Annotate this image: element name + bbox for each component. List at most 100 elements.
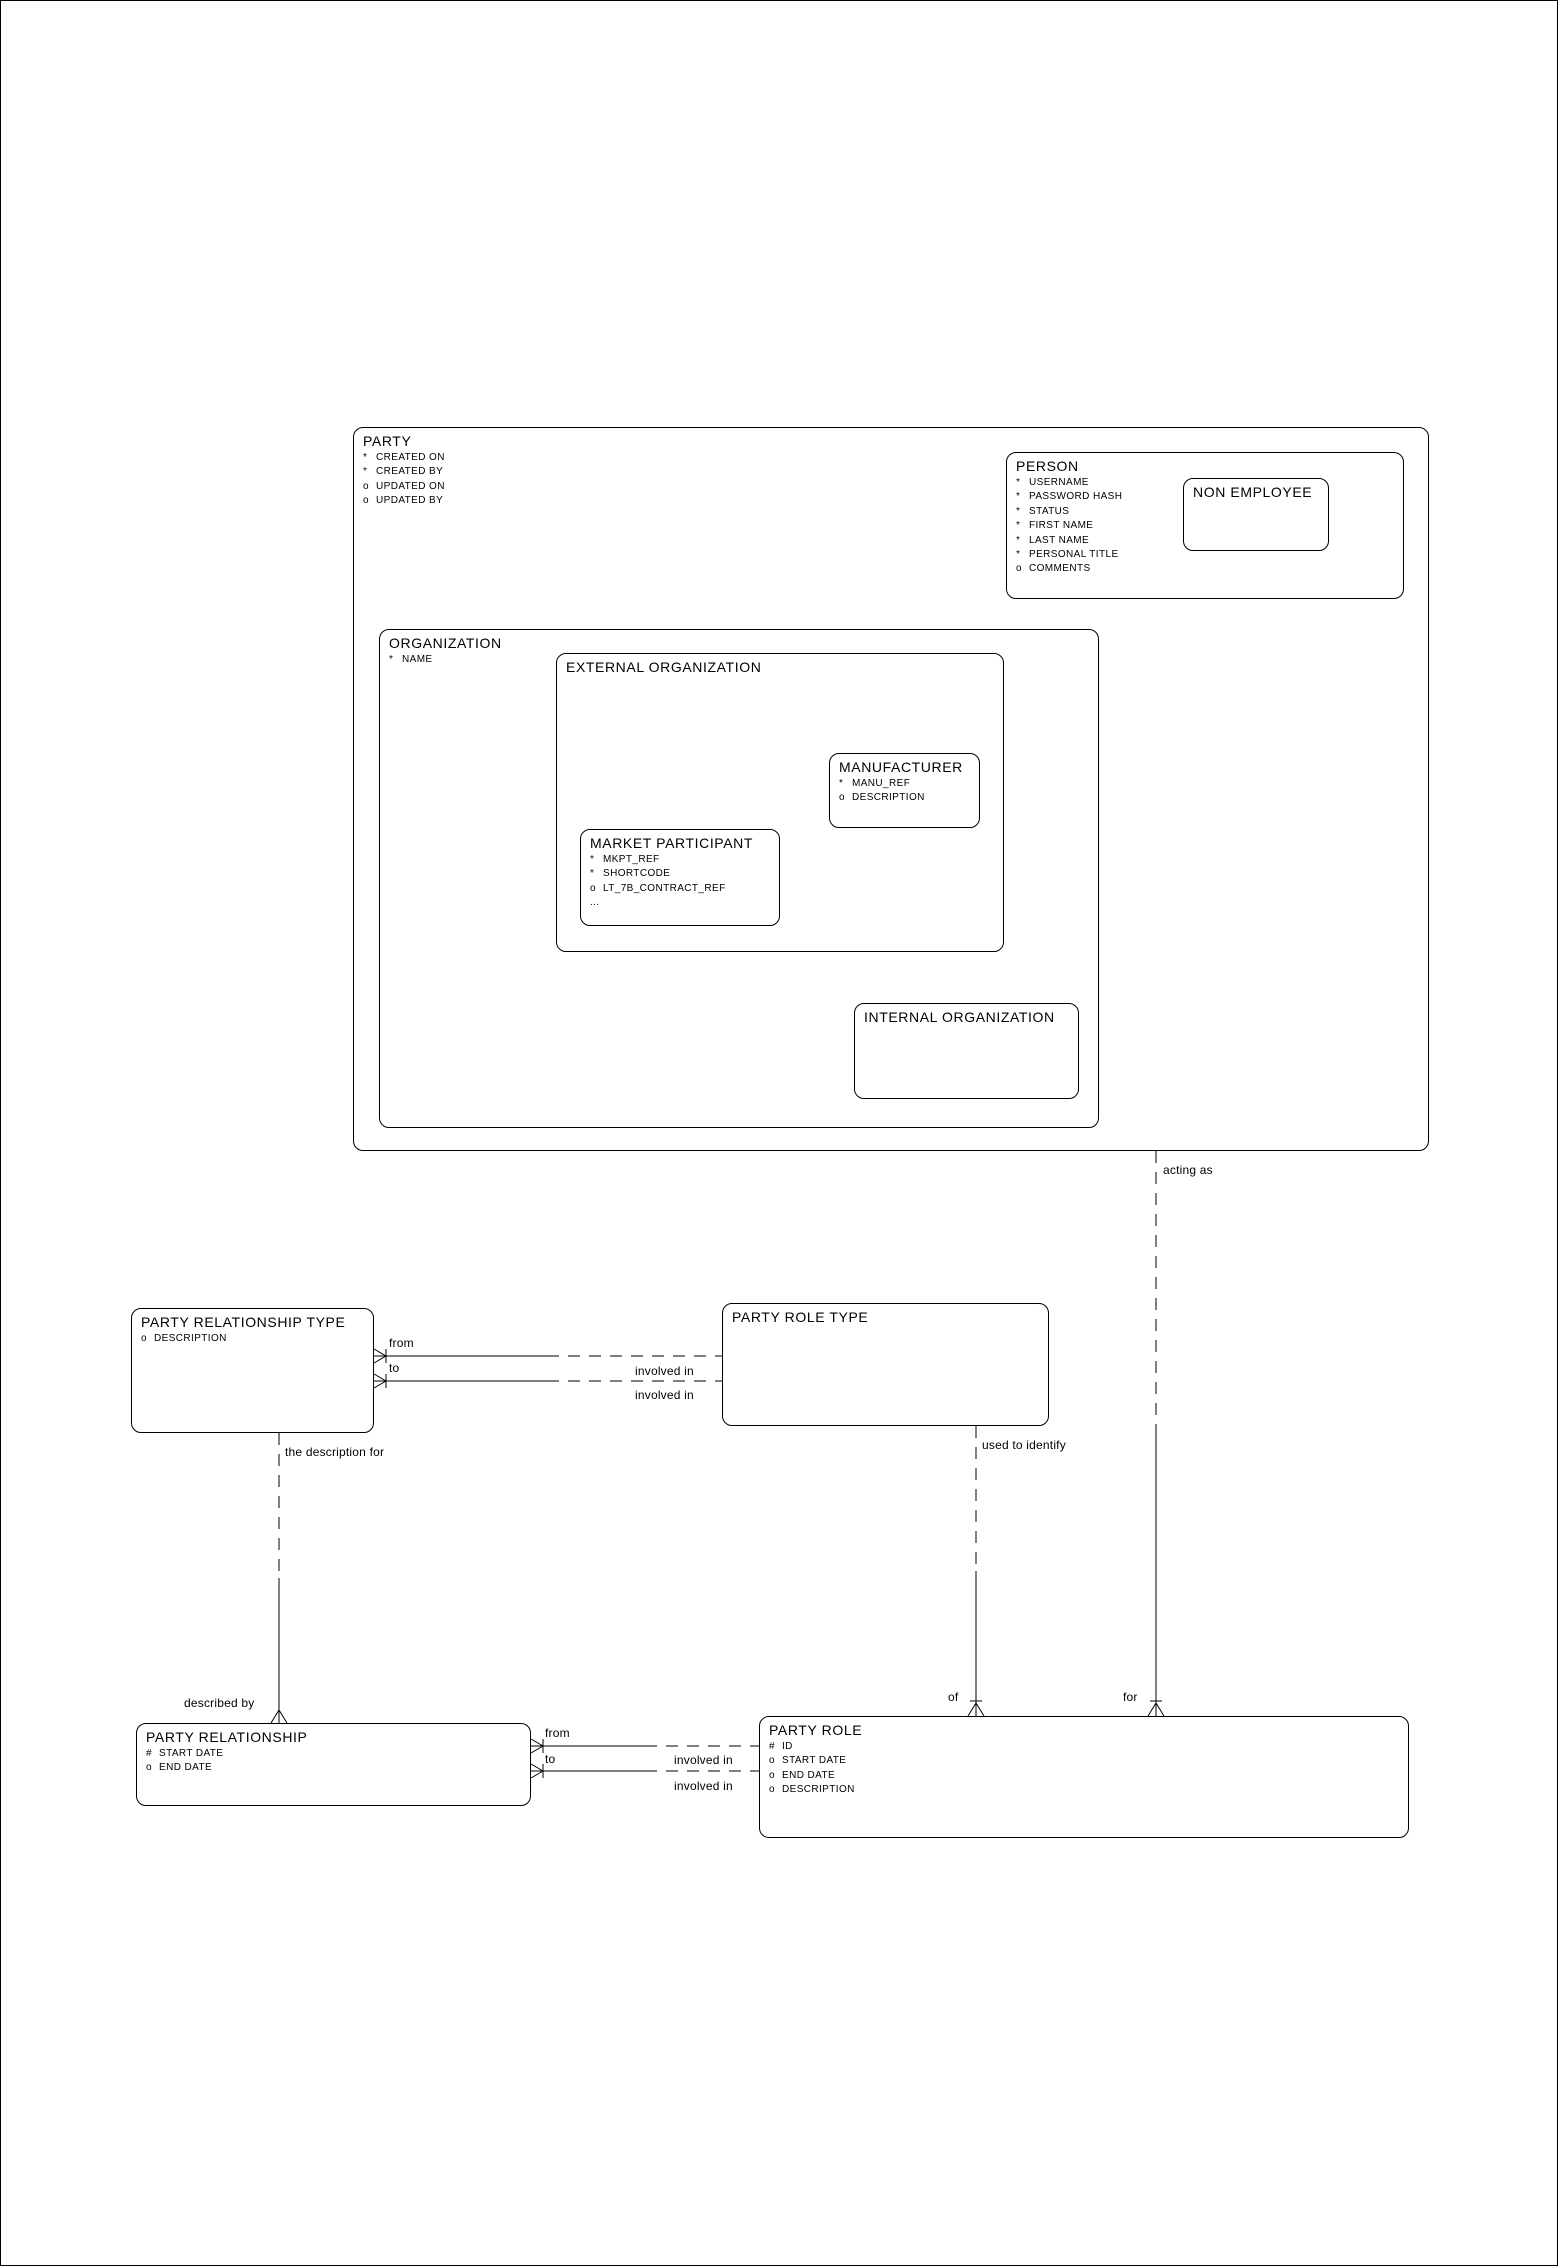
attribute-row: * PASSWORD HASH [1016,490,1394,504]
rel-label-involved-in-top-1: involved in [634,1364,695,1378]
attr-name: LAST NAME [1029,534,1090,546]
crowfoot [270,1709,288,1724]
crowfoot [530,1738,544,1754]
attribute-list: o DESCRIPTION [141,1332,364,1346]
entity-title: PARTY [363,433,412,449]
attribute-row: o UPDATED ON [363,480,1419,494]
attr-name: START DATE [782,1755,847,1767]
attr-flag: # [769,1741,775,1752]
attribute-row: * NAME [389,653,1089,667]
attr-name: UPDATED BY [376,495,444,507]
attr-name: END DATE [782,1769,836,1781]
attribute-row: o LT_7B_CONTRACT_REF [590,882,770,896]
rel-label-to-top: to [388,1361,401,1375]
attr-flag: o [1016,563,1022,575]
attribute-list: * MKPT_REF *SHORTCODE o LT_7B_CONTRACT_REF… [590,853,770,911]
attr-flag: * [1016,505,1021,517]
entity-title: PARTY RELATIONSHIP [146,1729,308,1745]
attribute-list: *USERNAME *PASSWORD HASH *STATUS *FIRST … [1016,476,1394,577]
attribute-row: * STATUS [1016,505,1394,519]
entity-title: MANUFACTURER [839,759,963,775]
rel-label-acting-as: acting as [1162,1163,1214,1177]
entity-market-participant: MARKET PARTICIPANT *MKPT_REF *SHORTCODE … [580,829,780,926]
attr-flag: * [1016,520,1021,532]
entity-title: INTERNAL ORGANIZATION [864,1009,1055,1025]
attribute-row: o START DATE [769,1754,1399,1768]
attribute-row: * MANU_REF [839,777,970,791]
rel-label-involved-in-bottom-1: involved in [673,1753,734,1767]
rel-label-described-by: described by [183,1696,256,1710]
attr-flag: o [363,480,369,492]
attribute-row: o COMMENTS [1016,562,1394,576]
crowfoot [1147,1700,1165,1717]
attr-flag: * [1016,491,1021,503]
rel-label-from-bottom: from [544,1726,571,1740]
entity-title: NON EMPLOYEE [1193,484,1313,500]
attr-flag: o [363,495,369,507]
attribute-row: *SHORTCODE [590,867,770,881]
attribute-list: # START DATE o END DATE [146,1747,521,1776]
attr-name: COMMENTS [1029,563,1091,575]
rel-label-of: of [947,1690,960,1704]
attr-flag: o [769,1755,775,1767]
attribute-row: o UPDATED BY [363,494,1419,508]
entity-title: PARTY ROLE TYPE [732,1309,869,1325]
rel-label-to-bottom: to [544,1752,557,1766]
attribute-row: # START DATE [146,1747,521,1761]
attr-name: END DATE [159,1762,213,1774]
attr-name: ID [782,1741,793,1752]
entity-title: EXTERNAL ORGANIZATION [566,659,762,675]
attr-name: STATUS [1029,505,1070,517]
attribute-row: o DESCRIPTION [141,1332,364,1346]
attribute-row: *FIRST NAME [1016,519,1394,533]
attr-flag: * [839,778,844,789]
attr-flag: * [1016,477,1021,488]
entity-party-role-type: PARTY ROLE TYPE [722,1303,1049,1426]
crowfoot [373,1373,387,1389]
attr-name: UPDATED ON [376,480,445,492]
attribute-row: *CREATED BY [363,465,1419,479]
attr-flag: o [141,1333,147,1344]
attr-flag: * [590,854,595,865]
attr-name: MANU_REF [852,778,911,789]
attr-flag: * [389,654,394,665]
entity-non-employee: NON EMPLOYEE [1183,478,1329,551]
crowfoot [967,1700,985,1717]
entity-title: PERSON [1016,458,1079,474]
attr-flag: * [590,868,595,880]
attr-name: LT_7B_CONTRACT_REF [603,882,726,894]
entity-internal-organization: INTERNAL ORGANIZATION [854,1003,1079,1099]
attr-name: DESCRIPTION [852,792,925,804]
attr-flag: o [146,1762,152,1774]
attribute-row: o END DATE [769,1769,1399,1783]
attribute-list: * NAME [389,653,1089,667]
attr-name: MKPT_REF [603,854,660,865]
attribute-row: * LAST NAME [1016,534,1394,548]
attr-name: NAME [402,654,433,665]
attr-name: START DATE [159,1748,224,1759]
attr-name: CREATED BY [376,466,444,478]
attr-flag: # [146,1748,152,1759]
attr-name: CREATED ON [376,452,445,463]
attr-flag: o [769,1769,775,1781]
crowfoot [530,1763,544,1779]
attr-name: DESCRIPTION [154,1333,227,1344]
attr-flag: * [1016,534,1021,546]
attr-name: PERSONAL TITLE [1029,549,1119,561]
attr-name: DESCRIPTION [782,1784,855,1796]
rel-label-involved-in-bottom-2: involved in [673,1779,734,1793]
attr-flag: * [1016,549,1021,561]
attr-flag: o [590,882,596,894]
attribute-row: * PERSONAL TITLE [1016,548,1394,562]
attribute-row: * MKPT_REF [590,853,770,867]
attr-name: PASSWORD HASH [1029,491,1123,503]
attribute-row: *CREATED ON [363,451,1419,465]
rel-label-used-to-identify: used to identify [981,1438,1067,1452]
entity-title: PARTY ROLE [769,1722,863,1738]
